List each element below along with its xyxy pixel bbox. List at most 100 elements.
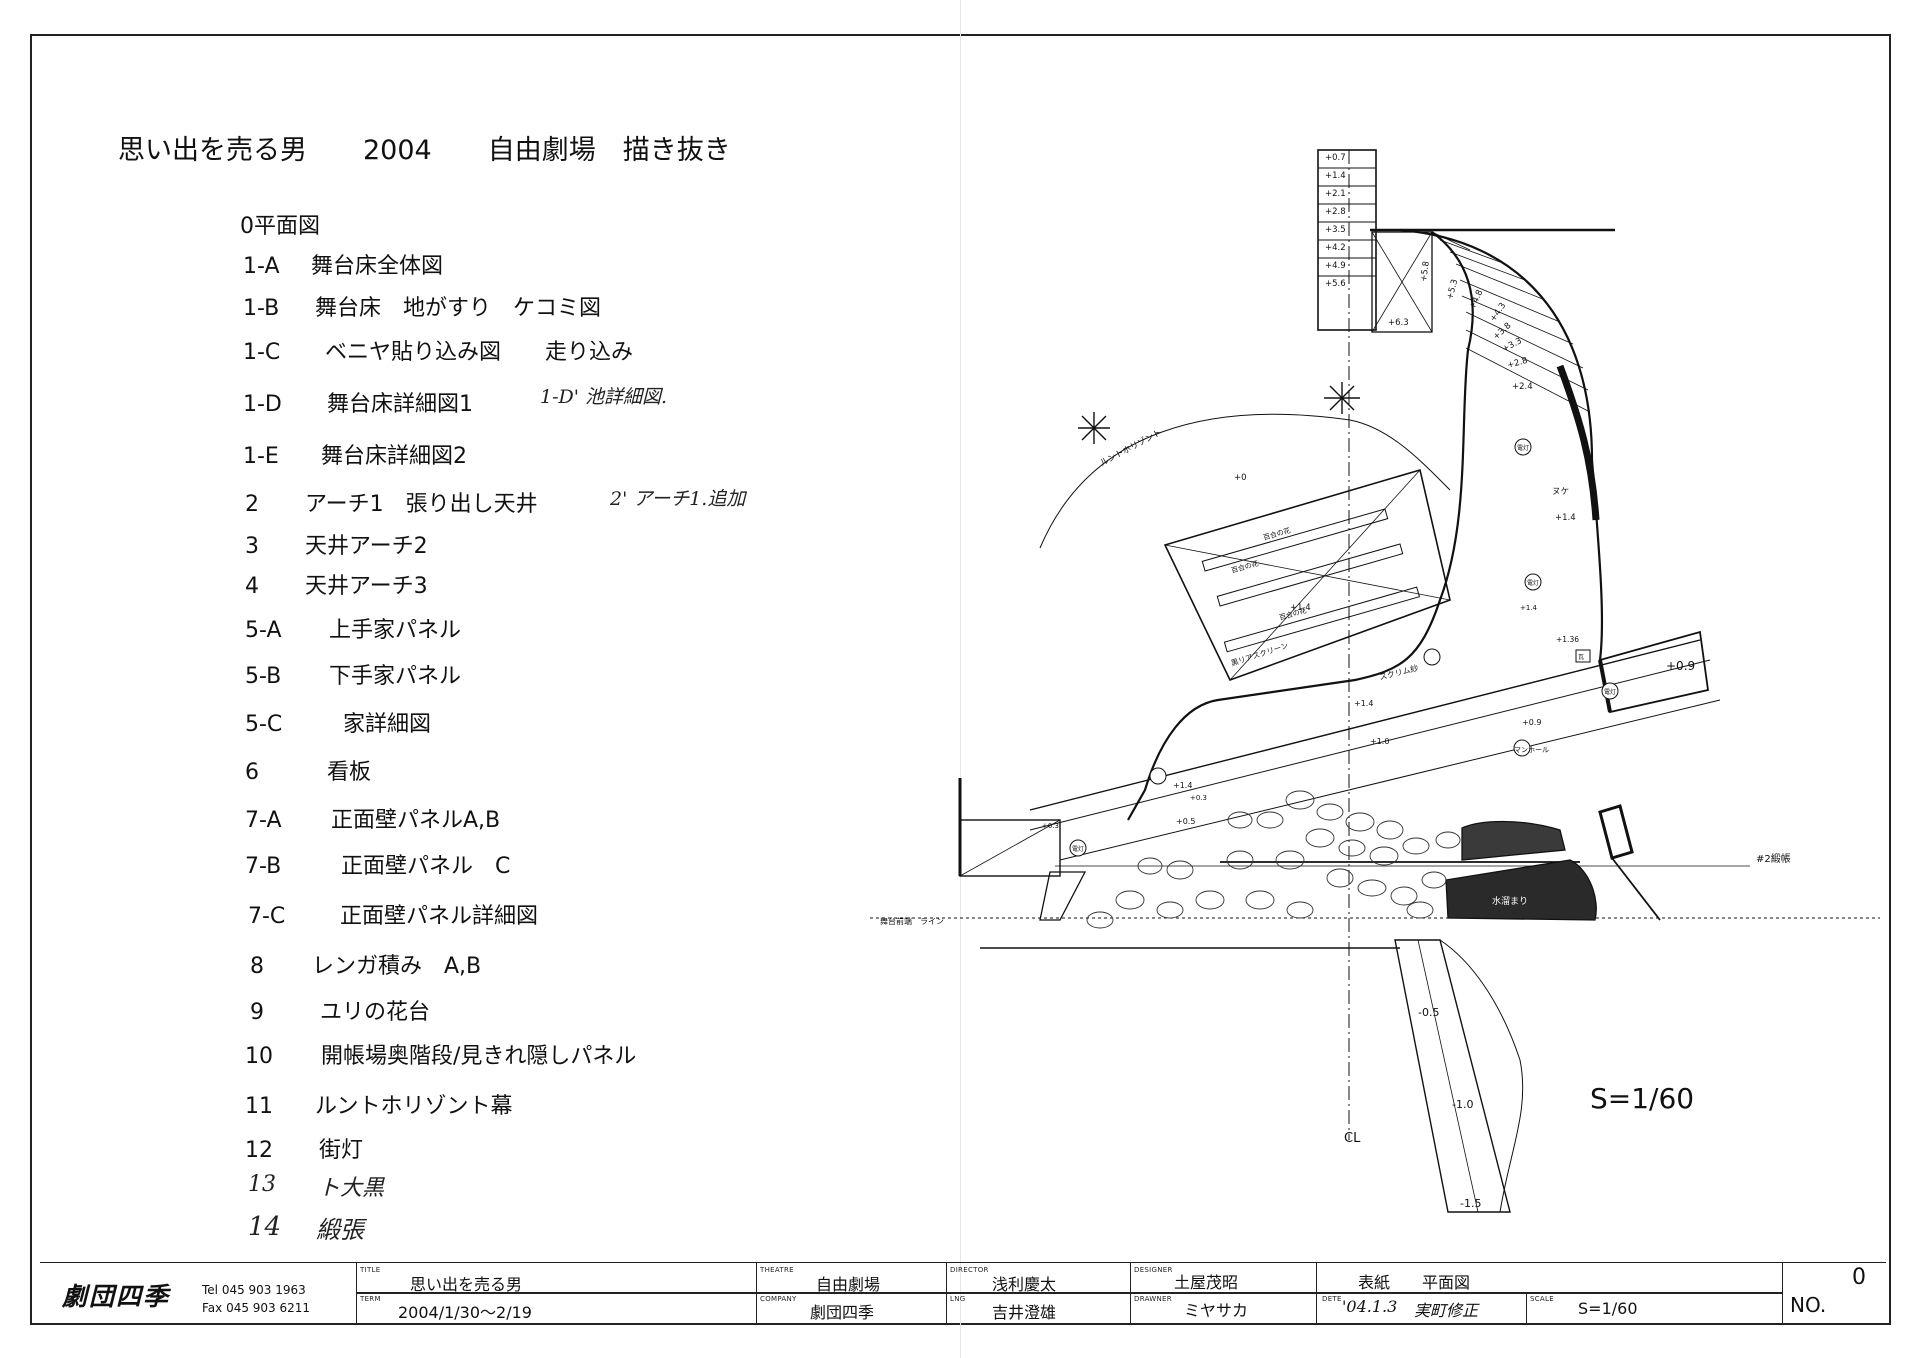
plan-label: +1.4 [1290,603,1311,613]
plan-label: -1.5 [1460,1197,1481,1210]
plan-label: -1.0 [1452,1098,1473,1111]
handwritten-item-14-num: 14 [248,1212,282,1242]
director-value: 浅利慶太 [992,1275,1057,1294]
lamp-icon [1513,739,1531,757]
date-note: 実町修正 [1414,1301,1479,1320]
lighting-value: 吉井澄雄 [992,1303,1057,1322]
title-play: 思い出を売る男 [118,135,307,166]
number-label: NO. [1790,1293,1827,1317]
downstage-ramp [1394,939,1511,1213]
index-item: 0平面図 [240,214,321,239]
company-label: COMPANY [760,1295,797,1303]
lamp-icon [1514,438,1532,456]
director-cell [946,1263,1130,1323]
stair-level: +2.1 [1325,189,1346,199]
designer-value: 土屋茂昭 [1174,1273,1239,1292]
plan-label: 舞台前端 ライン [880,916,944,926]
curve-level: +4.3 [1488,301,1508,324]
plan-label: スクリム紗 [1378,664,1419,682]
number-cell [1782,1263,1886,1323]
plan-label: 瓦 [1578,654,1584,661]
handwritten-item-14-label: 緞張 [316,1216,364,1244]
curve-level: +3.3 [1501,336,1524,355]
plan-label: 電灯 [1604,688,1616,696]
lamp-icon [1601,682,1619,700]
center-line-label: CL [1344,1131,1361,1146]
lamp-icon [1069,839,1087,857]
designer-cell [1130,1263,1316,1323]
plan-label: +0 [1234,473,1247,483]
curve-level: +2.4 [1512,382,1533,392]
horizont-arc [1039,413,1451,549]
plan-label: +0.3 [1190,794,1207,802]
lily-flower-box [1163,468,1451,681]
plan-label: +0.5 [1176,817,1195,826]
plan-label: 電灯 [1517,444,1529,452]
curve-level: +2.8 [1506,356,1529,371]
plan-label: +1.4 [1520,604,1538,612]
scale-value: S=1/60 [1578,1299,1638,1318]
lighting-label: LNG [950,1295,966,1303]
curve-level: +5.3 [1445,278,1460,301]
term-label: TERM [360,1295,381,1303]
plan-label: +0.3 [1042,822,1059,830]
stair-level: +4.9 [1325,261,1346,271]
theatre-label: THEATRE [760,1266,794,1274]
stair-right [1598,804,1634,860]
title-label: TITLE [360,1266,381,1274]
inner-curve-wall [1127,231,1474,821]
curve-level: +3.8 [1491,321,1513,342]
title-venue: 自由劇場 描き抜き [487,135,731,166]
drawing-scale: S=1/60 [1590,1082,1695,1115]
stair-level: +5.6 [1325,279,1346,289]
designer-label: DESIGNER [1134,1266,1173,1274]
scale-label: SCALE [1530,1295,1554,1303]
sheet-value: 表紙 平面図 [1358,1273,1471,1292]
lamp-icon [1524,573,1542,591]
stair-level: +3.5 [1325,225,1346,235]
stair-level: +4.2 [1325,243,1346,253]
plan-label: +1.4 [1354,699,1373,708]
box-marker [1575,649,1591,663]
stair-level: +2.8 [1325,207,1346,217]
company-fax: Fax 045 903 6211 [202,1301,311,1315]
cobblestone-texture [1086,790,1461,929]
top-landing [1371,231,1433,333]
plant-icon [1078,412,1110,444]
title-block: 劇団四季 Tel 045 903 1963 Fax 045 903 6211 T… [40,1262,1886,1323]
plan-label: #2緞帳 [1756,852,1791,865]
handwritten-note-1d: 1-D' 池詳細図. [540,386,668,408]
drawner-value: ミヤサカ [1184,1301,1249,1320]
plan-label: +0.9 [1666,659,1695,673]
plan-label: ヌケ [1552,487,1569,497]
page-fold-line [960,0,961,1358]
plan-label: +0.9 [1522,718,1541,727]
date-value: '04.1.3 [1342,1297,1398,1316]
lamp-icon [1149,767,1167,785]
term-value: 2004/1/30～2/19 [398,1303,532,1322]
curve-level: +5.8 [1419,261,1432,283]
plan-label: +1.36 [1556,635,1579,644]
theatre-cell [756,1263,946,1323]
director-label: DIRECTOR [950,1266,989,1274]
title-value: 思い出を売る男 [410,1275,523,1294]
plan-label: +1.4 [1555,513,1576,523]
plan-label: +1.0 [1370,737,1389,746]
